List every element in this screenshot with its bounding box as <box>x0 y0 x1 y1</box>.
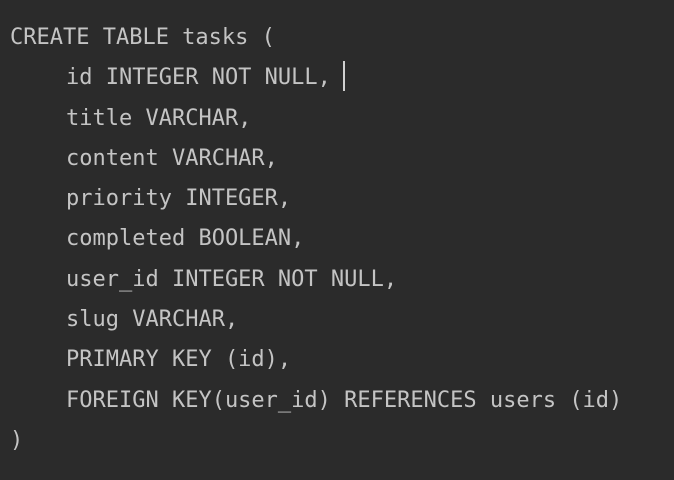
text-caret <box>342 61 345 92</box>
code-line[interactable]: title VARCHAR, <box>0 99 674 139</box>
code-line[interactable]: ) <box>0 421 674 461</box>
code-line[interactable]: slug VARCHAR, <box>0 300 674 340</box>
code-line[interactable]: content VARCHAR, <box>0 139 674 179</box>
code-line-text: CREATE TABLE tasks ( <box>10 25 275 50</box>
code-line-text: ) <box>10 427 24 453</box>
code-line-text: completed BOOLEAN, <box>66 226 305 252</box>
code-line[interactable]: id INTEGER NOT NULL, <box>0 58 674 98</box>
code-line-text: FOREIGN KEY(user_id) REFERENCES users (i… <box>66 387 623 413</box>
code-line-text: user_id INTEGER NOT NULL, <box>66 266 398 292</box>
code-line[interactable]: user_id INTEGER NOT NULL, <box>0 260 674 300</box>
code-line-text: slug VARCHAR, <box>66 307 239 333</box>
code-line[interactable]: CREATE TABLE tasks ( <box>0 18 674 58</box>
code-line-text: content VARCHAR, <box>66 145 278 171</box>
code-line[interactable]: priority INTEGER, <box>0 179 674 219</box>
code-line[interactable]: FOREIGN KEY(user_id) REFERENCES users (i… <box>0 381 674 421</box>
code-line-text: priority INTEGER, <box>66 186 292 212</box>
code-line-text: PRIMARY KEY (id), <box>66 347 292 373</box>
code-line[interactable]: completed BOOLEAN, <box>0 219 674 259</box>
code-line-text: title VARCHAR, <box>66 105 252 131</box>
code-line[interactable]: PRIMARY KEY (id), <box>0 340 674 380</box>
code-line-text: id INTEGER NOT NULL, <box>66 65 331 91</box>
